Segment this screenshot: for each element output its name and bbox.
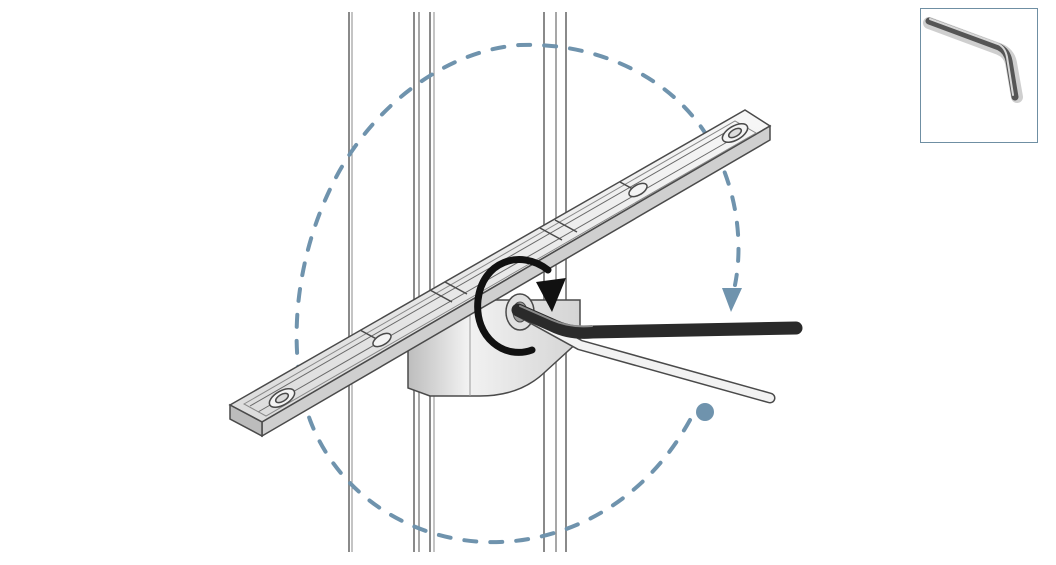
rotation-path-dashed [294, 42, 741, 545]
rotation-arrow [474, 256, 566, 356]
rotation-path-arrowhead [722, 288, 742, 312]
rail-holes [268, 122, 749, 409]
allen-key-dark [511, 303, 803, 339]
rotation-path-start-dot [696, 403, 714, 421]
tool-callout [920, 8, 1038, 143]
allen-key-icon [923, 17, 1023, 103]
